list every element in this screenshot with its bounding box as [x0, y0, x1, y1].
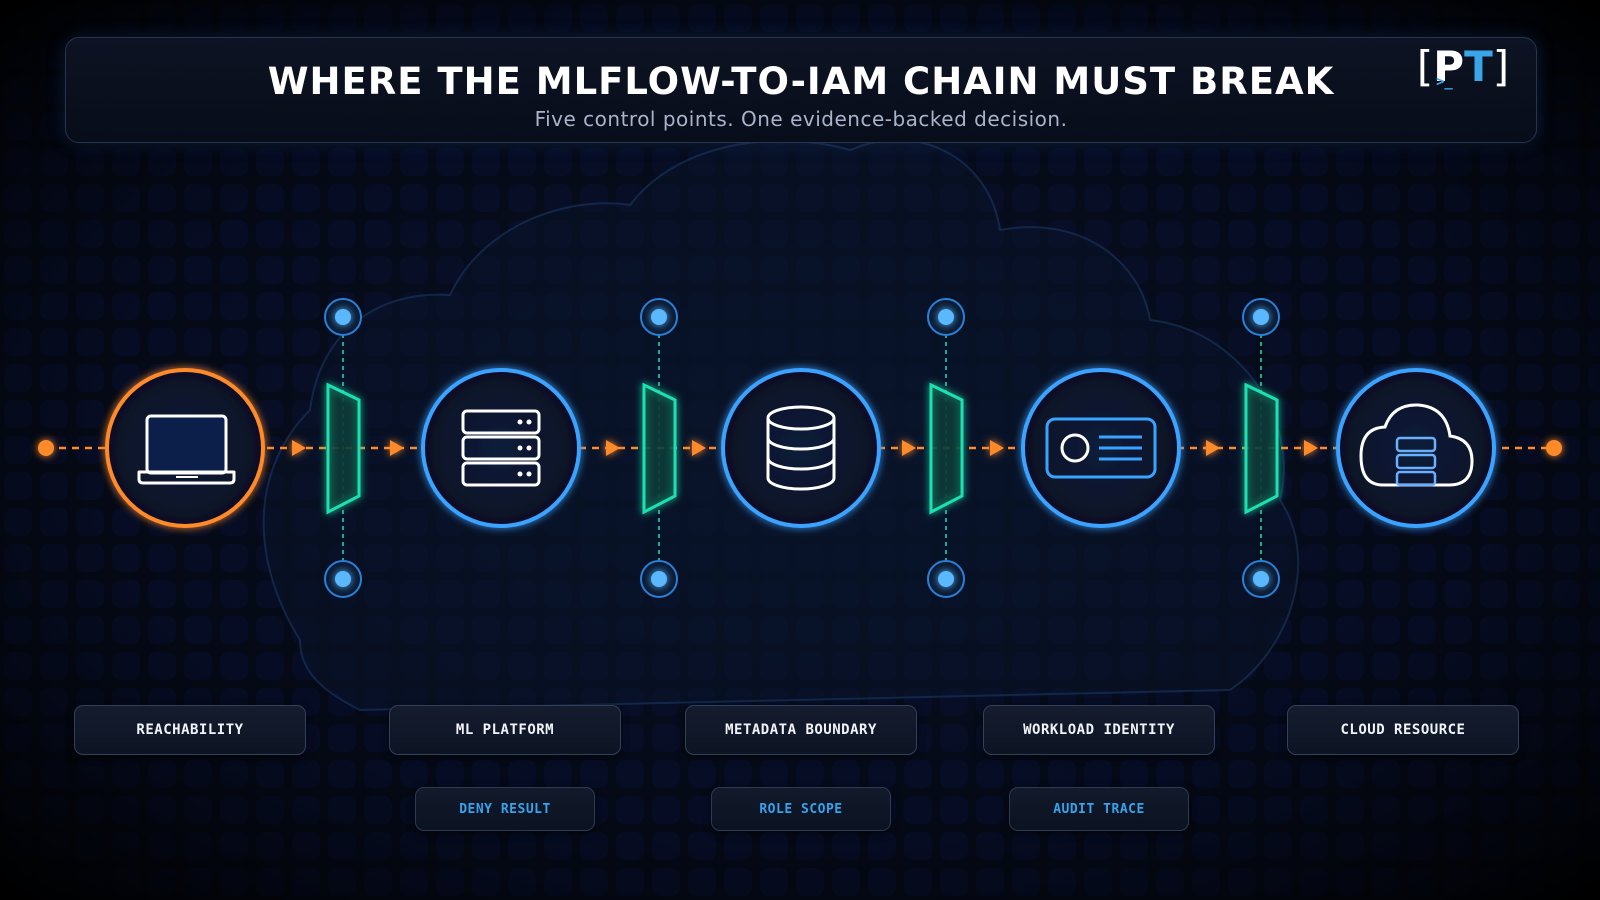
label-cloud-resource: CLOUD RESOURCE — [1287, 705, 1519, 755]
anchor-dot — [335, 571, 351, 587]
flow-start-dot — [38, 440, 54, 456]
label-ml-platform: ML PLATFORM — [389, 705, 621, 755]
control-gate-2 — [640, 298, 678, 598]
flow-end-dot — [1546, 440, 1562, 456]
logo-letter-t: T — [1464, 42, 1493, 91]
server-stack-icon — [461, 409, 541, 487]
anchor-dot — [651, 309, 667, 325]
cloud-server-icon — [1359, 403, 1474, 487]
logo-letter-p: P — [1433, 42, 1465, 91]
node-cloud-resource — [1336, 368, 1496, 528]
flow-arrow — [990, 440, 1004, 456]
node-metadata-boundary — [721, 368, 881, 528]
control-gate-4 — [1242, 298, 1280, 598]
control-gate-3 — [927, 298, 965, 598]
flow-arrow — [390, 440, 404, 456]
label-reachability: REACHABILITY — [74, 705, 306, 755]
label-workload-identity: WORKLOAD IDENTITY — [983, 705, 1215, 755]
logo-prompt: >_ — [1436, 74, 1453, 90]
logo-bracket-right: ] — [1492, 42, 1510, 91]
anchor-dot — [651, 571, 667, 587]
evidence-audit-trace: AUDIT TRACE — [1009, 787, 1189, 831]
logo-bracket-left: [ — [1416, 42, 1434, 91]
control-gate-1 — [324, 298, 362, 598]
flow-arrow — [1206, 440, 1220, 456]
flow-arrow — [292, 440, 306, 456]
page-subtitle: Five control points. One evidence-backed… — [534, 107, 1068, 131]
label-metadata-boundary: METADATA BOUNDARY — [685, 705, 917, 755]
node-ml-platform — [421, 368, 581, 528]
anchor-dot — [938, 309, 954, 325]
flow-arrow — [1304, 440, 1318, 456]
page-title: WHERE THE MLFLOW-TO-IAM CHAIN MUST BREAK — [267, 60, 1335, 103]
laptop-icon — [137, 414, 236, 485]
anchor-dot — [335, 309, 351, 325]
anchor-dot — [1253, 309, 1269, 325]
title-panel: WHERE THE MLFLOW-TO-IAM CHAIN MUST BREAK… — [65, 37, 1537, 143]
anchor-dot — [1253, 571, 1269, 587]
node-workload-identity — [1021, 368, 1181, 528]
node-reachability — [105, 368, 265, 528]
anchor-dot — [938, 571, 954, 587]
flow-arrow — [902, 440, 916, 456]
id-card-icon — [1045, 417, 1157, 479]
database-icon — [766, 405, 836, 491]
flow-arrow — [692, 440, 706, 456]
evidence-role-scope: ROLE SCOPE — [711, 787, 891, 831]
evidence-deny-result: DENY RESULT — [415, 787, 595, 831]
pt-logo: [PT] >_ — [1416, 42, 1510, 96]
flow-arrow — [606, 440, 620, 456]
